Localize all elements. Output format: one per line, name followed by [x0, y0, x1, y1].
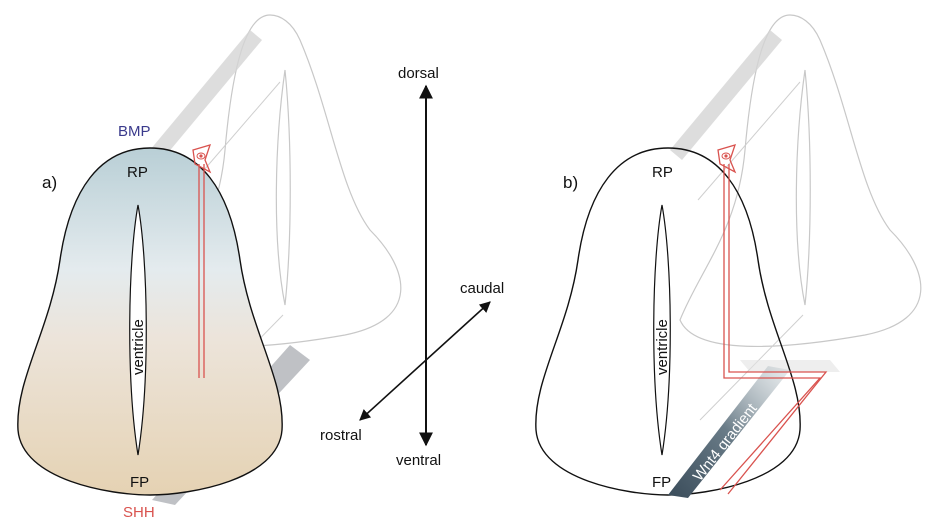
shh-label: SHH: [123, 504, 155, 521]
panel-a-letter: a): [42, 173, 57, 192]
panel-b-letter: b): [563, 173, 578, 192]
ventricle-label-a: ventricle: [130, 319, 147, 375]
ghost-tube-b: [680, 15, 921, 346]
bmp-label: BMP: [118, 123, 151, 140]
rp-label-a: RP: [127, 164, 148, 181]
rp-label-b: RP: [652, 164, 673, 181]
bmp-band: [150, 30, 262, 160]
fp-label-a: FP: [130, 474, 149, 491]
ghost-ventricle-a: [276, 70, 290, 305]
ghost-ventricle-b: [796, 70, 810, 305]
panel-b: b) RP FP ventricle Wnt4 gradient: [536, 15, 921, 498]
rostral-label: rostral: [320, 427, 362, 444]
ventricle-label-b: ventricle: [654, 319, 671, 375]
fp-label-b: FP: [652, 474, 671, 491]
wnt4-label: Wnt4 gradient: [690, 400, 761, 485]
axis-compass: dorsal ventral rostral caudal: [320, 65, 504, 469]
dorsal-label: dorsal: [398, 65, 439, 82]
neural-tube-a: [18, 148, 282, 495]
caudal-label: caudal: [460, 280, 504, 297]
ventral-label: ventral: [396, 452, 441, 469]
panel-a: a) BMP RP FP SHH ventricle: [18, 15, 401, 521]
